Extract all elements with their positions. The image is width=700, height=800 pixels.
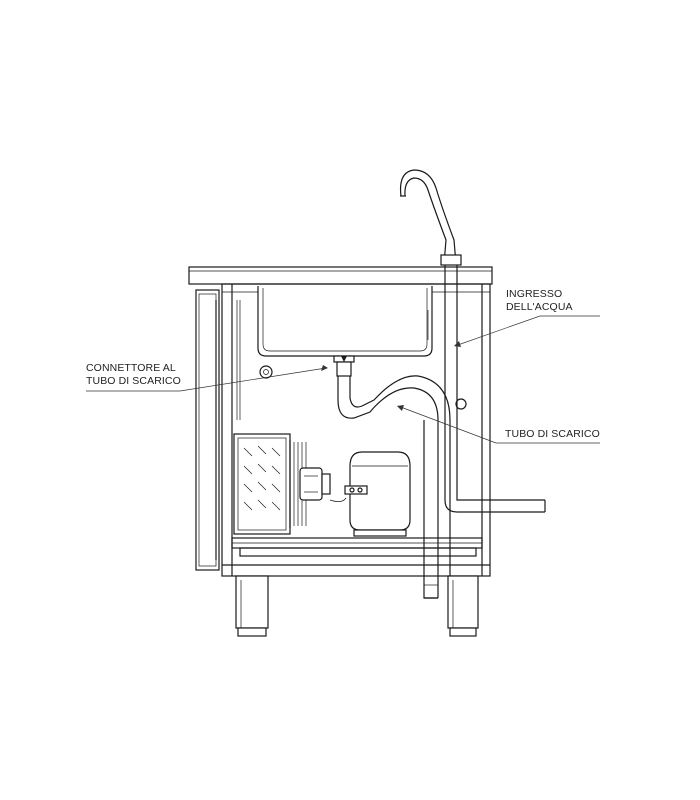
compressor (329, 451, 411, 537)
label-connettore-line1: CONNETTORE AL (86, 362, 176, 374)
fan-motor (299, 467, 331, 501)
cabinet-legs (235, 575, 479, 637)
leader-lines (86, 315, 600, 444)
drain-connector (333, 355, 355, 377)
label-ingresso-line1: INGRESSO (506, 288, 563, 300)
cabinet-door (195, 289, 220, 571)
sink-bowl (257, 286, 433, 357)
label-connettore: CONNETTORE AL TUBO DI SCARICO (86, 362, 181, 388)
water-inlet-pipe (444, 255, 546, 513)
condenser-unit (233, 433, 307, 535)
label-tubo-scarico: TUBO DI SCARICO (505, 428, 600, 440)
wall-fittings (259, 365, 467, 410)
faucet (399, 169, 462, 266)
label-ingresso-line2: DELL'ACQUA (506, 301, 573, 313)
label-connettore-line2: TUBO DI SCARICO (86, 375, 181, 387)
label-ingresso: INGRESSO DELL'ACQUA (506, 288, 573, 314)
worktop (188, 266, 493, 285)
